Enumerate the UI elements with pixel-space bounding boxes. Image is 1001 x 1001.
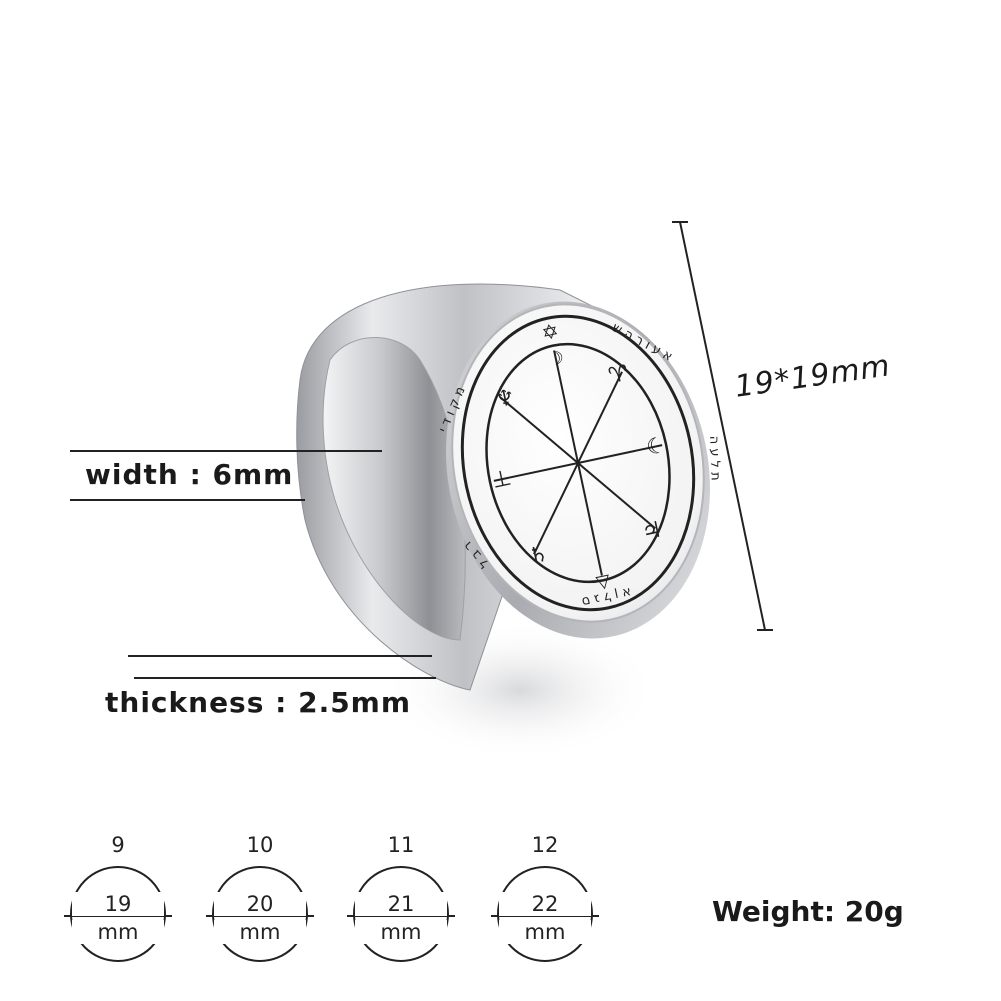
size-number: 12 xyxy=(531,833,559,857)
size-diameter: 20 xyxy=(214,892,306,916)
size-unit: mm xyxy=(355,920,447,944)
size-diameter: 21 xyxy=(355,892,447,916)
diameter-line xyxy=(491,915,599,917)
svg-text:☽: ☽ xyxy=(546,347,566,371)
size-number: 10 xyxy=(246,833,274,857)
diameter-line xyxy=(347,915,455,917)
size-unit: mm xyxy=(499,920,591,944)
size-unit: mm xyxy=(214,920,306,944)
size-unit: mm xyxy=(72,920,164,944)
svg-text:⊥: ⊥ xyxy=(490,465,514,493)
size-number: 11 xyxy=(387,833,415,857)
weight-label: Weight: 20g xyxy=(712,895,904,928)
size-circle-icon: 21 mm xyxy=(347,866,455,962)
size-circle-icon: 19 mm xyxy=(64,866,172,962)
size-circle-icon: 22 mm xyxy=(491,866,599,962)
size-diameter: 22 xyxy=(499,892,591,916)
svg-text:ת ל ע ה: ת ל ע ה xyxy=(706,436,723,481)
size-diameter: 19 xyxy=(72,892,164,916)
diameter-line xyxy=(64,915,172,917)
diameter-line xyxy=(206,915,314,917)
size-circle-icon: 20 mm xyxy=(206,866,314,962)
thickness-label: thickness : 2.5mm xyxy=(105,686,412,719)
width-label: width : 6mm xyxy=(85,458,294,491)
svg-text:▽: ▽ xyxy=(594,570,612,593)
svg-text:✡: ✡ xyxy=(539,318,560,345)
size-number: 9 xyxy=(111,833,125,857)
